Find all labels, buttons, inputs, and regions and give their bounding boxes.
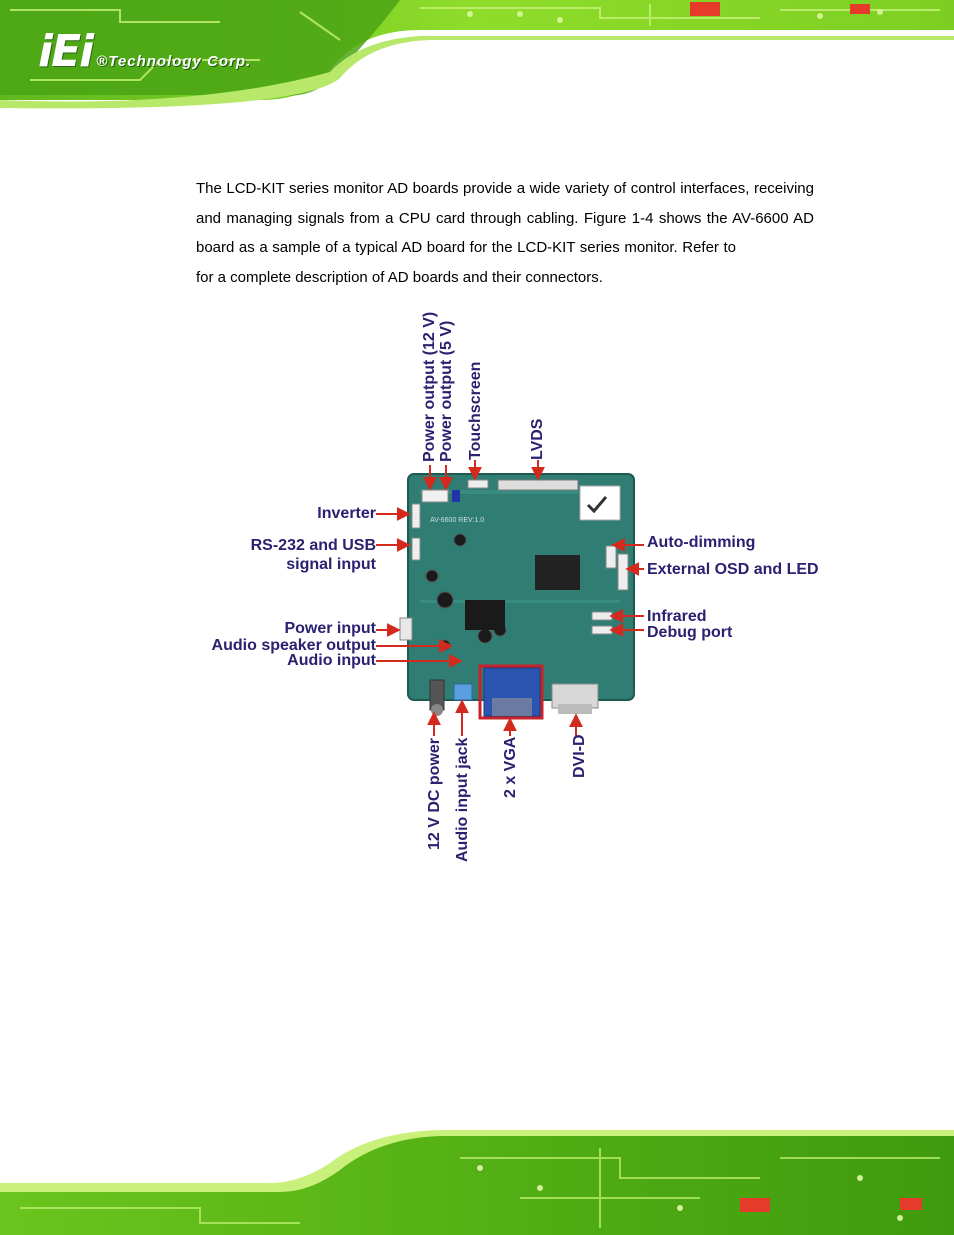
intro-paragraph: The LCD-KIT series monitor AD boards pro… [196, 174, 814, 292]
label-2x-vga: 2 x VGA [502, 736, 519, 798]
footer-pcb-graphic [0, 1128, 954, 1235]
label-inverter: Inverter [317, 505, 376, 522]
paragraph-part1: The LCD-KIT series monitor AD boards pro… [196, 180, 814, 257]
label-auto-dimming: Auto-dimming [647, 534, 756, 551]
label-audio-input: Audio input [287, 652, 376, 669]
logo-mark: iEi [38, 26, 94, 77]
company-logo: iEi ®Technology Corp. [38, 30, 251, 74]
label-audio-input-jack: Audio input jack [454, 737, 471, 862]
label-power-5v: Power output (5 V) [438, 320, 455, 462]
label-debug-port: Debug port [647, 624, 733, 641]
label-external-osd: External OSD and LED [647, 561, 819, 578]
header-banner: iEi ®Technology Corp. [0, 0, 954, 112]
main-chip [535, 555, 580, 590]
paragraph-part2: for a complete description of AD boards … [196, 268, 603, 286]
label-lvds: LVDS [529, 418, 546, 460]
board-illustration: AV-6600 REV:1.0 [376, 460, 644, 736]
logo-text: ®Technology Corp. [96, 53, 252, 70]
label-touchscreen: Touchscreen [467, 361, 484, 460]
label-12v-dc-power: 12 V DC power [426, 737, 443, 850]
ad-board-figure: AV-6600 REV:1.0 [200, 300, 840, 870]
label-power-12v: Power output (12 V) [421, 311, 438, 462]
label-rs232-line2: signal input [286, 556, 376, 573]
header-pcb-graphic [0, 0, 954, 112]
label-power-input: Power input [284, 620, 376, 637]
footer-banner [0, 1128, 954, 1235]
label-audio-speaker-output: Audio speaker output [211, 637, 376, 654]
label-infrared: Infrared [647, 608, 707, 625]
label-dvi-d: DVI-D [571, 734, 588, 778]
label-rs232-line1: RS-232 and USB [250, 537, 376, 554]
board-silkscreen: AV-6600 REV:1.0 [430, 517, 484, 524]
